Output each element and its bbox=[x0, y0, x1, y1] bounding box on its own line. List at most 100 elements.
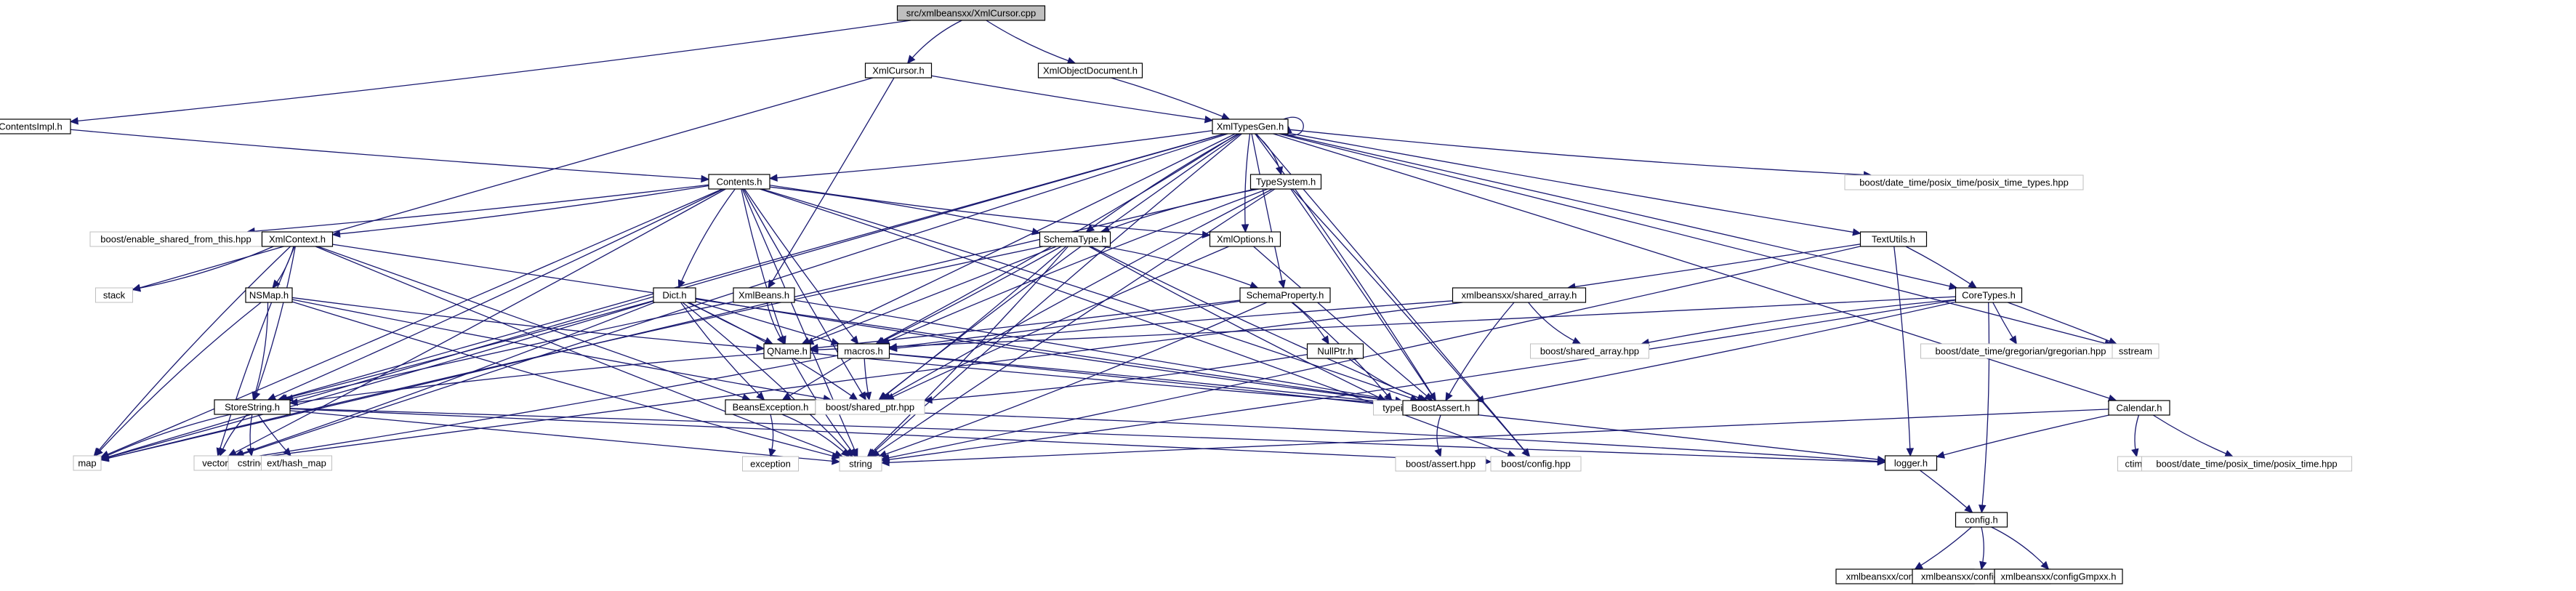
node-qname[interactable]: QName.h bbox=[763, 343, 811, 359]
edge-root-to-xmlobjectdocument bbox=[986, 20, 1076, 65]
arrowhead-icon bbox=[1445, 392, 1453, 402]
node-xmloptions[interactable]: XmlOptions.h bbox=[1209, 231, 1281, 247]
edge-xmltypesgen-to-coretypes bbox=[1281, 133, 1958, 290]
arrowhead-icon bbox=[880, 458, 890, 467]
edge-schematype-to-map bbox=[100, 246, 1044, 462]
node-label: stack bbox=[103, 290, 126, 301]
node-nullptr[interactable]: NullPtr.h bbox=[1306, 343, 1364, 359]
node-storestring[interactable]: StoreString.h bbox=[214, 399, 291, 415]
node-textutils[interactable]: TextUtils.h bbox=[1859, 231, 1928, 247]
edge-line bbox=[289, 410, 840, 462]
edge-line bbox=[2008, 302, 2117, 345]
edge-contents-to-schematype bbox=[769, 186, 1041, 236]
edge-line bbox=[289, 408, 1885, 463]
edge-line bbox=[931, 75, 1213, 121]
node-schematype[interactable]: SchemaType.h bbox=[1039, 231, 1111, 247]
node-box bbox=[742, 456, 799, 472]
node-xmlcontext[interactable]: XmlContext.h bbox=[261, 231, 334, 247]
edge-xmltypesgen-to-textutils bbox=[1287, 132, 1861, 236]
edge-line bbox=[217, 246, 295, 457]
edge-line bbox=[332, 244, 1404, 403]
edge-xmloptions-to-shared_ptr bbox=[885, 246, 1229, 401]
node-label: logger.h bbox=[1894, 458, 1928, 469]
node-hash-map: ext/hash_map bbox=[261, 455, 332, 471]
edge-line bbox=[70, 129, 709, 180]
node-label: boost/assert.hpp bbox=[1406, 459, 1476, 470]
node-root[interactable]: src/xmlbeansxx/XmlCursor.cpp bbox=[896, 5, 1046, 21]
edge-line bbox=[1991, 526, 2049, 570]
node-beansexception[interactable]: BeansException.h bbox=[725, 399, 816, 415]
edge-line bbox=[100, 300, 654, 460]
node-nsmap[interactable]: NSMap.h bbox=[245, 287, 293, 303]
node-boostassert[interactable]: BoostAssert.h bbox=[1402, 400, 1479, 416]
node-label: macros.h bbox=[844, 346, 882, 357]
node-coretypes[interactable]: CoreTypes.h bbox=[1955, 287, 2023, 303]
arrowhead-icon bbox=[832, 457, 841, 465]
node-schemaproperty[interactable]: SchemaProperty.h bbox=[1239, 287, 1331, 303]
edge-line bbox=[100, 246, 1044, 461]
node-xmlobjectdocument[interactable]: XmlObjectDocument.h bbox=[1037, 63, 1143, 79]
node-xmlbeans[interactable]: XmlBeans.h bbox=[733, 287, 795, 303]
node-contentsimpl[interactable]: ContentsImpl.h bbox=[0, 118, 71, 134]
edge-line bbox=[741, 188, 786, 345]
node-config[interactable]: config.h bbox=[1955, 512, 2008, 528]
arrowhead-icon bbox=[677, 279, 685, 289]
node-xmltypesgen[interactable]: XmlTypesGen.h bbox=[1212, 118, 1289, 134]
edge-line bbox=[1936, 414, 2109, 458]
arrowhead-icon bbox=[768, 448, 776, 458]
edge-line bbox=[1445, 302, 1515, 401]
edge-coretypes-to-config bbox=[1979, 302, 1990, 514]
node-calendar[interactable]: Calendar.h bbox=[2108, 400, 2170, 416]
arrowhead-icon bbox=[840, 449, 850, 457]
edge-macros-to-shared_ptr bbox=[864, 358, 872, 401]
edge-contents-to-dict bbox=[677, 188, 736, 289]
node-label: boost/shared_ptr.hpp bbox=[826, 402, 914, 413]
node-logger[interactable]: logger.h bbox=[1884, 455, 1938, 471]
arrowhead-icon bbox=[1241, 224, 1249, 233]
node-label: src/xmlbeansxx/XmlCursor.cpp bbox=[906, 8, 1036, 19]
node-label: config.h bbox=[1965, 515, 1998, 526]
edge-storestring-to-vector bbox=[219, 414, 248, 457]
arrowhead-icon bbox=[923, 395, 933, 404]
arrowhead-icon bbox=[1507, 450, 1516, 458]
edge-line bbox=[1981, 302, 1990, 513]
node-posix-time: boost/date_time/posix_time/posix_time.hp… bbox=[2141, 456, 2352, 472]
arrowhead-icon bbox=[831, 451, 841, 460]
edge-xmloptions-to-boostassert bbox=[1253, 246, 1433, 401]
node-label: BeansException.h bbox=[733, 402, 809, 413]
edge-line bbox=[1290, 188, 1436, 401]
arrowhead-icon bbox=[830, 337, 840, 346]
edge-root-to-contentsimpl bbox=[69, 20, 911, 125]
edge-line bbox=[94, 302, 262, 457]
node-label: BoostAssert.h bbox=[1412, 403, 1470, 414]
node-box bbox=[1955, 287, 2023, 303]
edge-schemaproperty-to-string bbox=[878, 302, 1268, 458]
node-box bbox=[214, 399, 291, 415]
node-label: SchemaType.h bbox=[1044, 234, 1107, 245]
node-contents[interactable]: Contents.h bbox=[708, 174, 770, 190]
edge-config-to-configlog4cxx bbox=[1979, 526, 1987, 571]
node-shared-array-h[interactable]: xmlbeansxx/shared_array.h bbox=[1452, 287, 1587, 303]
node-label: NullPtr.h bbox=[1317, 346, 1353, 357]
node-label: exception bbox=[750, 459, 791, 470]
edge-line bbox=[278, 133, 1225, 401]
arrowhead-icon bbox=[1936, 451, 1946, 459]
node-label: XmlObjectDocument.h bbox=[1043, 65, 1138, 76]
edge-line bbox=[285, 301, 734, 401]
edge-line bbox=[1281, 133, 1957, 289]
edge-contents-to-macros bbox=[744, 188, 859, 345]
node-label: Contents.h bbox=[717, 177, 762, 188]
edge-beansexception-to-logger bbox=[815, 409, 1886, 465]
node-configgmpxx[interactable]: xmlbeansxx/configGmpxx.h bbox=[1994, 568, 2123, 584]
arrowhead-icon bbox=[94, 447, 103, 457]
node-typesystem[interactable]: TypeSystem.h bbox=[1249, 174, 1322, 190]
edge-line bbox=[289, 353, 765, 404]
edge-nsmap-to-map bbox=[94, 302, 262, 457]
node-macros[interactable]: macros.h bbox=[837, 343, 890, 359]
edge-line bbox=[1915, 526, 1972, 570]
arrowhead-icon bbox=[1948, 282, 1958, 290]
edge-xmlobjectdocument-to-xmltypesgen bbox=[1111, 77, 1231, 120]
node-dict[interactable]: Dict.h bbox=[653, 287, 696, 303]
edge-line bbox=[1251, 133, 1284, 289]
node-xmlcursor[interactable]: XmlCursor.h bbox=[864, 63, 933, 79]
